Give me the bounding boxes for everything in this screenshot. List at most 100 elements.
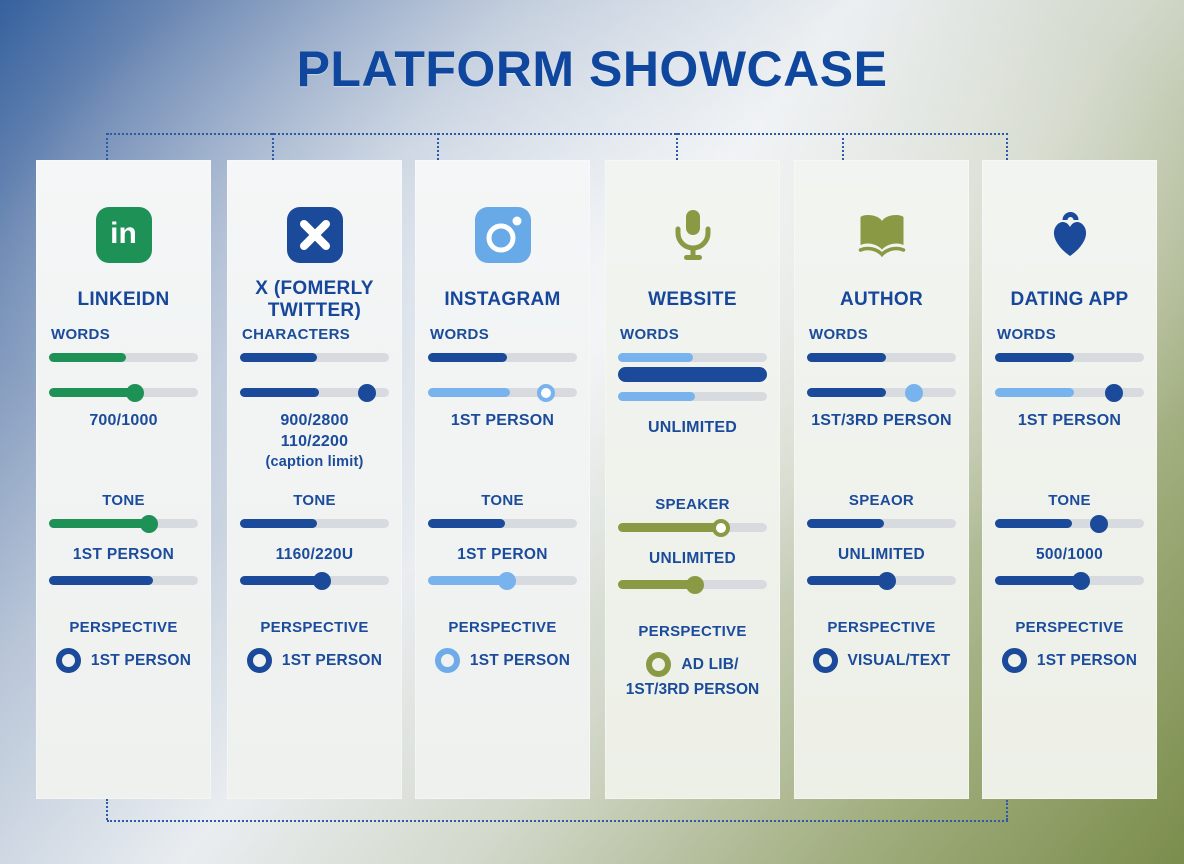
characters-slider[interactable] <box>240 383 389 402</box>
card-website: WEBSITE WORDS UNLIMITED SPEAKER UNLIMITE… <box>605 160 780 799</box>
perspective-value: 1ST PERSON <box>281 651 383 669</box>
top-connector-stub-1 <box>106 133 108 160</box>
slider-knob[interactable] <box>312 571 331 590</box>
perspective-radio[interactable] <box>646 652 672 677</box>
linkedin-icon: in <box>95 206 152 264</box>
slider-knob[interactable] <box>536 383 555 402</box>
speaker-bar[interactable] <box>807 519 956 528</box>
words-label: WORDS <box>620 326 679 343</box>
words-value: 1ST PERSON <box>450 412 555 429</box>
perspective-radio[interactable] <box>246 648 272 673</box>
perspective-label: PERSPECTIVE <box>638 623 747 640</box>
words-slider[interactable] <box>995 383 1144 402</box>
slider-knob[interactable] <box>357 383 376 402</box>
perspective-radio[interactable] <box>812 648 838 673</box>
perspective-radio[interactable] <box>55 648 81 673</box>
unlimited-label: UNLIMITED <box>837 546 926 563</box>
slider-knob[interactable] <box>711 518 730 537</box>
tone-value: 1160/220U <box>275 546 354 563</box>
tone-value: 500/1000 <box>1035 546 1104 563</box>
open-book-icon <box>854 206 910 264</box>
unlimited-label: UNLIMITED <box>648 550 737 567</box>
speaker-slider[interactable] <box>618 518 767 537</box>
perspective-label: PERSPECTIVE <box>260 619 369 636</box>
words-label: WORDS <box>51 326 110 343</box>
unlimited-slider[interactable] <box>618 575 767 594</box>
words-progress-bar[interactable] <box>995 353 1144 362</box>
slider-knob[interactable] <box>1105 383 1124 402</box>
card-title-instagram: INSTAGRAM <box>444 289 561 310</box>
tone-label: TONE <box>293 492 336 509</box>
words-thin-bar-1[interactable] <box>618 353 767 362</box>
tone-value-slider[interactable] <box>995 571 1144 590</box>
speaker-label: SPEAKER <box>655 496 730 513</box>
perspective-value: VISUAL/TEXT <box>847 651 951 669</box>
tone-slider[interactable] <box>995 514 1144 533</box>
tone-label: TONE <box>481 492 524 509</box>
tone-bar[interactable] <box>240 519 389 528</box>
words-value: 700/1000 <box>89 412 158 429</box>
slider-knob[interactable] <box>686 575 705 594</box>
unlimited-slider[interactable] <box>807 571 956 590</box>
card-x-twitter: X (FOMERLY TWITTER) CHARACTERS 900/2800 … <box>227 160 402 799</box>
person-bar[interactable] <box>49 576 198 585</box>
tone-label: TONE <box>102 492 145 509</box>
words-progress-bar[interactable] <box>49 353 198 362</box>
card-author: AUTHOR WORDS 1ST/3RD PERSON SPEAOR UNLIM… <box>794 160 969 799</box>
slider-knob[interactable] <box>1072 571 1091 590</box>
perspective-value: 1ST PERSON <box>1036 651 1138 669</box>
x-icon <box>286 206 343 264</box>
words-value: 1ST PERSON <box>1017 412 1122 429</box>
person-label: 1ST PERON <box>457 546 548 563</box>
tone-slider[interactable] <box>49 514 198 533</box>
bottom-connector-stub-right <box>1006 800 1008 820</box>
characters-value-1: 900/2800 <box>280 412 349 429</box>
slider-knob[interactable] <box>139 514 158 533</box>
perspective-value: 1ST PERSON <box>469 651 571 669</box>
perspective-value-line2: 1ST/3RD PERSON <box>625 681 760 698</box>
perspective-label: PERSPECTIVE <box>69 619 178 636</box>
card-title-author: AUTHOR <box>839 289 924 310</box>
characters-progress-bar[interactable] <box>240 353 389 362</box>
person-label: 1ST PERSON <box>72 546 175 563</box>
perspective-label: PERSPECTIVE <box>448 619 557 636</box>
top-connector-stub-4 <box>676 133 678 160</box>
tone-bar[interactable] <box>428 519 577 528</box>
words-label: WORDS <box>809 326 868 343</box>
perspective-radio[interactable] <box>1001 648 1027 673</box>
words-label: WORDS <box>430 326 489 343</box>
words-full-bar[interactable] <box>618 367 767 382</box>
slider-knob[interactable] <box>126 383 145 402</box>
top-connector-stub-5 <box>842 133 844 160</box>
person-slider[interactable] <box>428 571 577 590</box>
words-progress-bar[interactable] <box>428 353 577 362</box>
slider-knob[interactable] <box>905 383 924 402</box>
card-title-dating-app: DATING APP <box>1010 289 1129 310</box>
bottom-connector-stub-left <box>106 799 108 820</box>
slider-knob[interactable] <box>878 571 897 590</box>
perspective-label: PERSPECTIVE <box>827 619 936 636</box>
top-connector-stub-6 <box>1006 133 1008 160</box>
slider-knob[interactable] <box>1090 514 1109 533</box>
perspective-radio[interactable] <box>434 648 460 673</box>
words-slider[interactable] <box>807 383 956 402</box>
slider-knob[interactable] <box>497 571 516 590</box>
words-progress-bar[interactable] <box>807 353 956 362</box>
words-thin-bar-2[interactable] <box>618 392 767 401</box>
caption-limit-note: (caption limit) <box>265 454 364 470</box>
card-instagram: INSTAGRAM WORDS 1ST PERSON TONE 1ST PERO… <box>415 160 590 799</box>
card-title-website: WEBSITE <box>648 289 737 310</box>
words-slider[interactable] <box>428 383 577 402</box>
tone-slider[interactable] <box>240 571 389 590</box>
instagram-icon <box>474 206 531 264</box>
characters-label: CHARACTERS <box>242 326 350 343</box>
top-connector-stub-3 <box>437 133 439 160</box>
card-dating-app: DATING APP WORDS 1ST PERSON TONE 500/100… <box>982 160 1157 799</box>
perspective-label: PERSPECTIVE <box>1015 619 1124 636</box>
words-value: UNLIMITED <box>648 419 737 436</box>
heart-icon <box>1042 206 1098 264</box>
perspective-value: AD LIB/ <box>681 655 739 673</box>
top-connector-stub-2 <box>272 133 274 160</box>
words-slider[interactable] <box>49 383 198 402</box>
card-linkedin: in LINKEIDN WORDS 700/1000 TONE 1ST PERS… <box>36 160 211 799</box>
